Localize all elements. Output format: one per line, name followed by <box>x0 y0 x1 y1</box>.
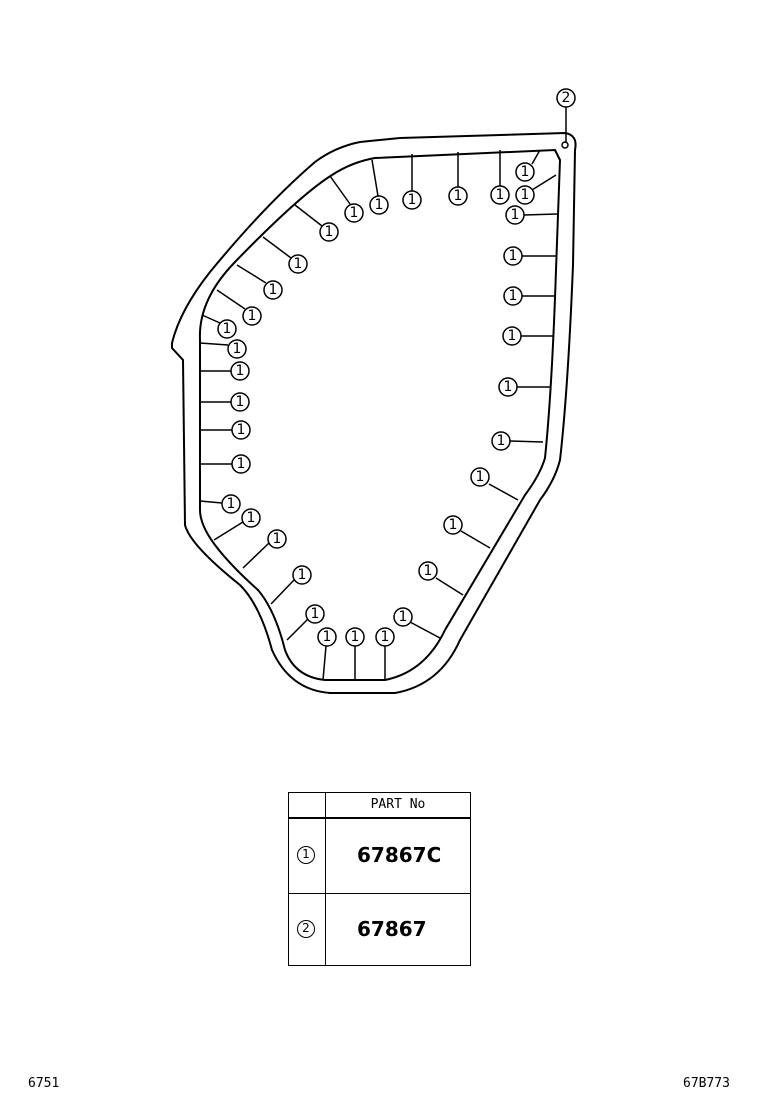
table-header-part-no: PART No <box>370 797 426 812</box>
callout-label: 1 <box>298 567 307 583</box>
callout-label: 1 <box>237 422 246 438</box>
callout-label: 1 <box>350 205 359 221</box>
callout-label: 1 <box>236 363 245 379</box>
callout-label: 1 <box>399 609 408 625</box>
parts-table: PART No 1 67867C 2 67867 <box>288 792 471 966</box>
mounting-hole <box>561 141 569 149</box>
callout-label: 1 <box>521 187 530 203</box>
callout-label: 1 <box>237 456 246 472</box>
callout-label: 1 <box>381 629 390 645</box>
callout-label: 1 <box>323 629 332 645</box>
table-row-ref: 1 <box>297 846 315 864</box>
callout-label: 1 <box>227 496 236 512</box>
callout-label: 1 <box>233 341 242 357</box>
table-header-row: PART No <box>289 793 470 819</box>
callout-label: 1 <box>509 248 518 264</box>
callout-label: 1 <box>269 282 278 298</box>
callout-label: 1 <box>476 469 485 485</box>
callout-label: 1 <box>351 629 360 645</box>
callout-label: 1 <box>497 433 506 449</box>
callout-label: 1 <box>248 308 257 324</box>
callout-label: 1 <box>509 288 518 304</box>
callout-label: 1 <box>521 164 530 180</box>
seal-outer-outline <box>171 131 577 694</box>
callout-label: 1 <box>496 187 505 203</box>
callout-label: 1 <box>223 321 232 337</box>
callout-label: 1 <box>454 188 463 204</box>
footer-right-code: 67B773 <box>683 1076 730 1091</box>
footer-left-code: 6751 <box>28 1076 60 1091</box>
callout-label: 1 <box>236 394 245 410</box>
table-row-part-number: 67867C <box>357 843 442 867</box>
weatherstrip-diagram: 2 1 1 1 1 1 1 1 1 1 1 1 1 1 1 1 1 1 1 1 … <box>171 88 577 694</box>
callout-label: 1 <box>311 606 320 622</box>
table-row: 1 67867C <box>289 819 470 894</box>
callout-label: 1 <box>504 379 513 395</box>
callout-label: 1 <box>508 328 517 344</box>
callout-label: 1 <box>449 517 458 533</box>
callout-bubbles <box>217 88 576 647</box>
callout-label: 1 <box>408 192 417 208</box>
callout-label: 1 <box>273 531 282 547</box>
callout-label: 1 <box>247 510 256 526</box>
callout-label: 1 <box>511 207 520 223</box>
callout-top-label: 2 <box>562 90 571 106</box>
table-row-ref: 2 <box>297 920 315 938</box>
callout-label: 1 <box>325 224 334 240</box>
callout-label: 1 <box>375 197 384 213</box>
seal-inner-outline <box>198 148 562 681</box>
table-divider <box>325 793 326 965</box>
table-row-part-number: 67867 <box>357 917 427 941</box>
callout-label: 1 <box>424 563 433 579</box>
callout-label: 1 <box>294 256 303 272</box>
leader-lines <box>199 107 567 681</box>
table-row: 2 67867 <box>289 893 470 967</box>
